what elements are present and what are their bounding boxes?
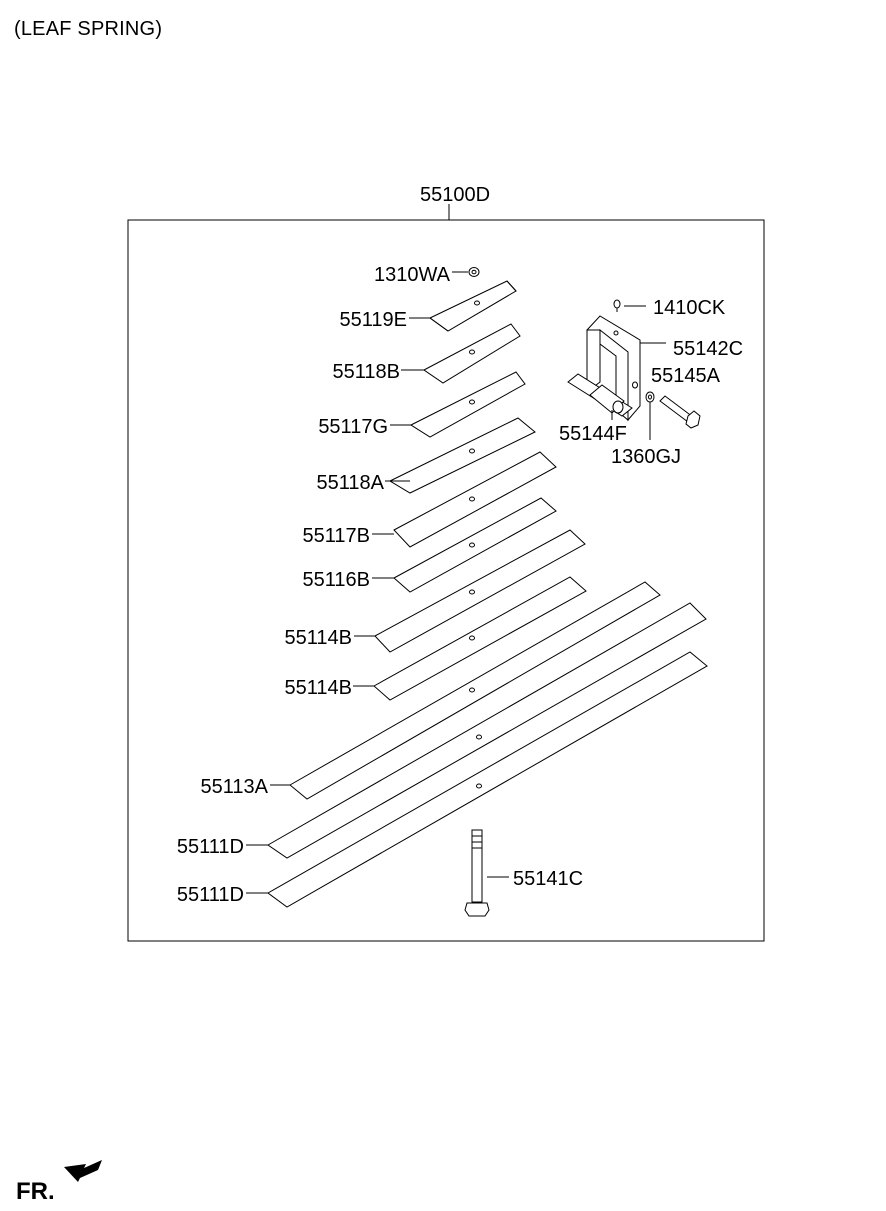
part-label: 55116B (303, 569, 370, 591)
leaf-55117B (393, 451, 557, 548)
leaf-55114B-a (374, 529, 586, 653)
leaf-55119E (429, 280, 517, 332)
part-label: 55117B (303, 525, 370, 547)
part-label: 55145A (651, 365, 721, 387)
leaf-55116B (393, 497, 557, 593)
diagram-title: (LEAF SPRING) (14, 18, 163, 40)
washer-1360GJ (645, 391, 655, 403)
leaf-55117G (409, 371, 526, 438)
part-label: 55113A (201, 776, 269, 798)
spacer-55144F (567, 373, 633, 417)
direction-arrow-icon (64, 1160, 102, 1182)
part-label: 55117G (318, 416, 388, 438)
leaf-55113A (289, 581, 661, 800)
part-labels: 1310WA 55119E 55118B 55117G 55118A 55117… (177, 264, 743, 906)
center-bolt-55141C (464, 829, 490, 917)
part-label: 55141C (513, 868, 583, 890)
leaf-55111D-a (267, 602, 707, 859)
bolt-55145A (659, 395, 701, 429)
screw-1410CK (613, 299, 621, 312)
leaf-55111D-b (267, 651, 708, 908)
leaf-55114B-b (373, 576, 587, 701)
part-label: 55111D (177, 884, 244, 906)
assembly-frame (127, 219, 765, 942)
direction-label: FR. (16, 1178, 55, 1205)
part-label: 55118B (333, 361, 400, 383)
assembly-label: 55100D (420, 184, 490, 206)
leaf-stack (267, 280, 708, 908)
leader-lines (246, 271, 666, 894)
clip-55142C (586, 315, 641, 422)
part-label: 55142C (673, 338, 743, 360)
leaf-55118B (423, 323, 521, 384)
nut-1310WA (468, 267, 480, 277)
part-label: 1360GJ (611, 446, 681, 468)
part-label: 1410CK (653, 297, 726, 319)
part-label: 1310WA (374, 264, 451, 286)
part-label: 55119E (340, 309, 407, 331)
part-label: 55144F (559, 423, 627, 445)
part-label: 55114B (285, 677, 352, 699)
part-label: 55114B (285, 627, 352, 649)
leaf-55118A (388, 417, 536, 494)
part-label: 55118A (317, 472, 385, 494)
part-label: 55111D (177, 836, 244, 858)
